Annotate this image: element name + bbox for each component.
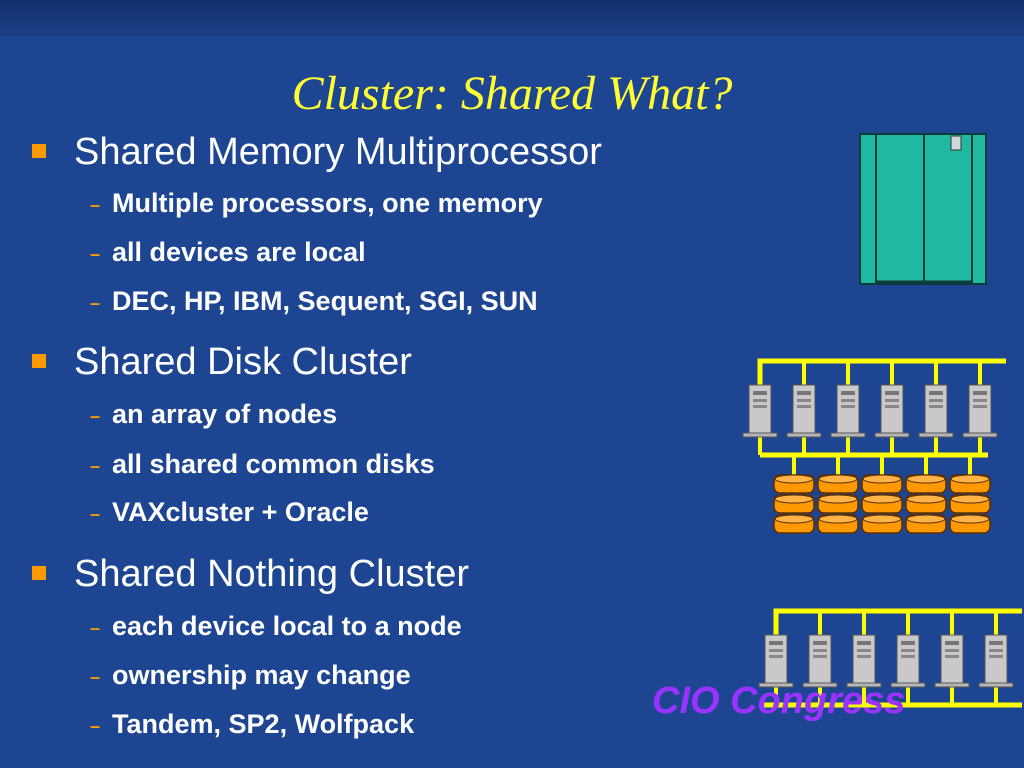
sub-bullet: –all shared common disks bbox=[90, 449, 435, 479]
server-tower-icon bbox=[742, 384, 778, 438]
server-tower-icon bbox=[978, 634, 1014, 688]
square-bullet-icon bbox=[32, 353, 46, 368]
server-tower-icon bbox=[846, 634, 882, 688]
server-tower-icon bbox=[874, 384, 910, 438]
disk-stack-icon bbox=[861, 474, 903, 534]
bullet-shared-nothing: Shared Nothing Cluster bbox=[32, 555, 469, 593]
shared-nothing-cluster-diagram bbox=[758, 608, 1022, 708]
disk-stack-icon bbox=[905, 474, 947, 534]
disk-stack-icon bbox=[949, 474, 991, 534]
network-bus bbox=[757, 358, 1006, 385]
sub-bullet: –ownership may change bbox=[90, 660, 411, 690]
server-tower-icon bbox=[802, 634, 838, 688]
sub-bullet: –VAXcluster + Oracle bbox=[90, 497, 369, 527]
server-tower-icon bbox=[934, 634, 970, 688]
mainframe-cabinet-icon bbox=[859, 133, 987, 285]
bullet-shared-disk: Shared Disk Cluster bbox=[32, 343, 412, 381]
footer-brand: CIO Congress bbox=[652, 680, 906, 722]
disk-stack-icon bbox=[773, 474, 815, 534]
sub-bullet: –Multiple processors, one memory bbox=[90, 188, 543, 218]
square-bullet-icon bbox=[32, 143, 46, 158]
square-bullet-icon bbox=[32, 565, 46, 580]
bullet-shared-memory: Shared Memory Multiprocessor bbox=[32, 133, 602, 171]
sub-bullet: –an array of nodes bbox=[90, 399, 338, 429]
slide-title: Cluster: Shared What? bbox=[291, 67, 733, 120]
sub-bullet: –each device local to a node bbox=[90, 611, 462, 641]
top-band bbox=[0, 0, 1024, 36]
disk-stack-icon bbox=[817, 474, 859, 534]
shared-disk-cluster-diagram bbox=[742, 358, 1006, 534]
server-tower-icon bbox=[962, 384, 998, 438]
server-tower-icon bbox=[758, 634, 794, 688]
sub-bullet: –all devices are local bbox=[90, 237, 366, 267]
server-tower-icon bbox=[830, 384, 866, 438]
server-tower-icon bbox=[786, 384, 822, 438]
server-tower-icon bbox=[918, 384, 954, 438]
sub-bullet: –Tandem, SP2, Wolfpack bbox=[90, 709, 415, 739]
server-tower-icon bbox=[890, 634, 926, 688]
sub-bullet: –DEC, HP, IBM, Sequent, SGI, SUN bbox=[90, 286, 538, 316]
network-bus bbox=[773, 608, 1022, 635]
